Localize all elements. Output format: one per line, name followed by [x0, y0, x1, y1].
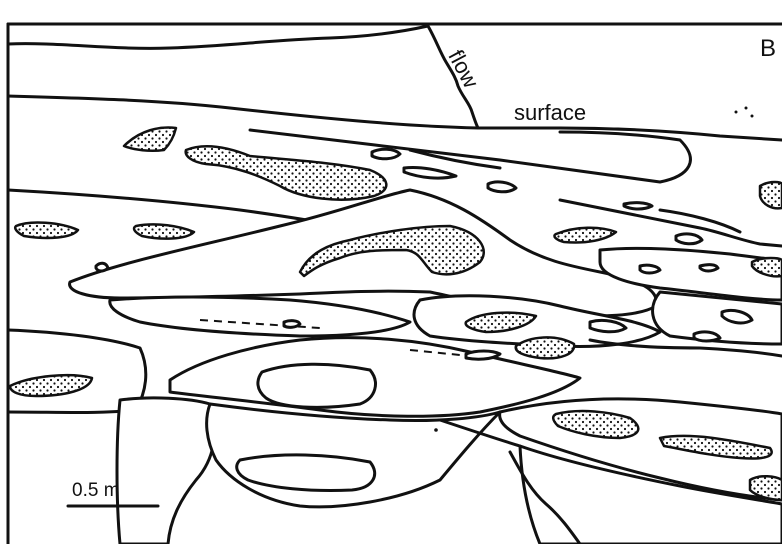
surface-label: surface — [514, 100, 586, 125]
small-bleb-5 — [96, 263, 108, 271]
inner-lens-a — [258, 364, 376, 407]
small-bleb-8 — [694, 332, 720, 341]
small-bleb-2 — [488, 182, 516, 192]
small-bleb-1 — [372, 149, 400, 159]
speck-4 — [434, 428, 438, 432]
panel-letter: B — [760, 35, 776, 62]
small-bleb-11 — [624, 203, 652, 209]
stippled-zone-3 — [15, 223, 78, 238]
small-bleb-10 — [466, 351, 500, 359]
stippled-zone-2 — [186, 146, 387, 199]
small-bleb-13 — [404, 167, 456, 178]
bottom-lens-center — [207, 404, 500, 507]
small-bleb-12 — [700, 265, 718, 271]
stippled-zone-1 — [124, 128, 176, 151]
small-bleb-3 — [676, 234, 702, 244]
stippled-zone-9 — [10, 375, 92, 396]
upper-band-top — [8, 96, 478, 128]
small-bleb-6 — [640, 265, 660, 273]
stippled-zone-4 — [134, 224, 194, 238]
speck-3 — [751, 115, 754, 118]
speck-1 — [735, 111, 738, 114]
scale-bar-label: 0.5 m — [72, 480, 120, 501]
stippled-zone-8 — [516, 337, 574, 358]
speck-2 — [745, 107, 748, 110]
lower-lens-left — [110, 297, 410, 336]
stippled-zone-6 — [554, 228, 616, 243]
bottom-lens-left — [117, 398, 215, 544]
small-bleb-4 — [284, 321, 300, 328]
stippled-zone-13 — [760, 182, 782, 208]
